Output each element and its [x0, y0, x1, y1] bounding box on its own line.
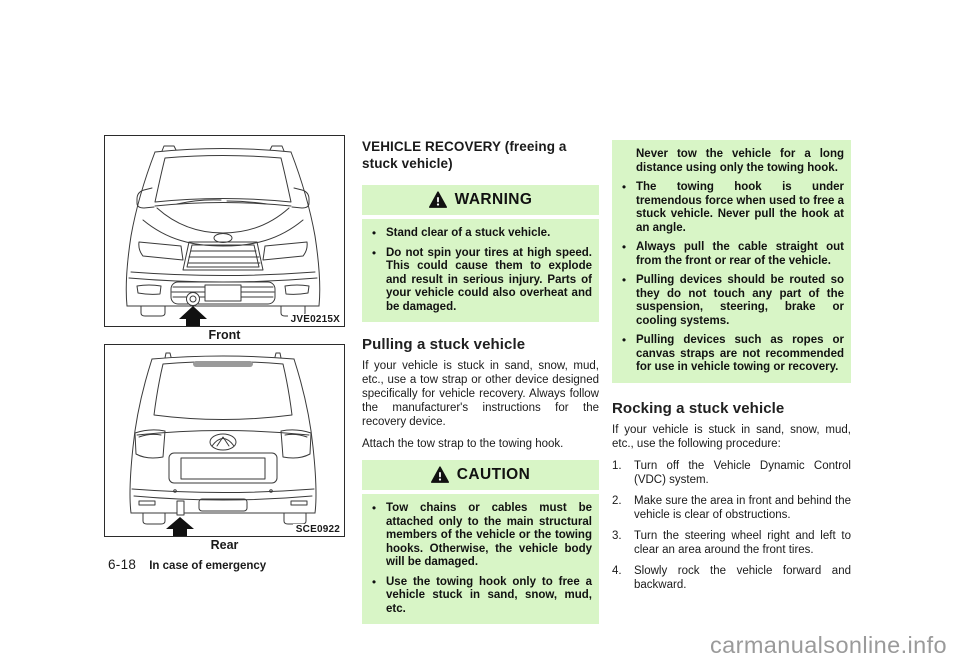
page-footer: 6-18 In case of emergency — [108, 557, 266, 572]
body-paragraph: Attach the tow strap to the towing hook. — [362, 438, 564, 450]
rear-figure-caption: Rear — [210, 538, 239, 552]
list-item: Always pull the cable straight out from … — [612, 241, 844, 268]
bullet-icon — [362, 576, 386, 617]
warning-triangle-icon — [430, 466, 449, 483]
bullet-icon — [612, 241, 636, 268]
watermark: carmanualsonline.info — [709, 632, 947, 658]
caution-callout: CAUTION Tow chains or cables must be att… — [362, 460, 599, 624]
figure-code: SCE0922 — [292, 524, 340, 535]
warning-callout: WARNING Stand clear of a stuck vehicle. … — [362, 185, 599, 322]
rear-view-illustration — [129, 352, 317, 536]
list-item: The towing hook is under tremendous forc… — [612, 181, 844, 235]
bullet-icon — [612, 181, 636, 235]
bullet-icon — [362, 502, 386, 570]
bullet-icon — [362, 247, 386, 315]
front-figure-caption: Front — [208, 328, 241, 342]
right-text-column: Never tow the vehicle for a long distanc… — [612, 140, 851, 599]
numbered-step: 4. Slowly rock the vehicle forward and b… — [612, 564, 851, 591]
numbered-step: 1. Turn off the Vehicle Dynamic Control … — [612, 459, 851, 486]
article-title: VEHICLE RECOVERY (freeing a stuck vehicl… — [362, 139, 567, 171]
section-heading-rocking: Rocking a stuck vehicle — [612, 399, 785, 417]
warning-body: Stand clear of a stuck vehicle. Do not s… — [362, 219, 599, 322]
list-item: Use the towing hook only to free a vehic… — [362, 576, 592, 617]
section-heading-pulling: Pulling a stuck vehicle — [362, 336, 526, 353]
caution-body: Tow chains or cables must be attached on… — [362, 494, 599, 624]
warning-triangle-icon — [428, 191, 447, 208]
figure-code: JVE0215X — [287, 314, 340, 325]
warning-label: WARNING — [454, 191, 533, 208]
list-item: Pulling devices should be routed so they… — [612, 274, 844, 328]
page-number: 6-18 — [108, 557, 137, 572]
bullet-icon — [362, 227, 386, 241]
front-tow-hook-arrow-icon — [179, 306, 207, 326]
chapter-title: In case of emergency — [149, 560, 267, 572]
caution-label: CAUTION — [456, 466, 531, 483]
caution-header: CAUTION — [362, 460, 599, 490]
list-item: Stand clear of a stuck vehicle. — [362, 227, 592, 241]
list-item: Tow chains or cables must be attached on… — [362, 502, 592, 570]
list-item: Pulling devices such as ropes or canvas … — [612, 334, 844, 375]
front-view-illustration — [125, 145, 321, 326]
body-paragraph: If your vehicle is stuck in sand, snow, … — [612, 423, 851, 450]
figure-column: JVE0215X Front — [104, 135, 345, 554]
rear-view-figure: SCE0922 — [104, 344, 345, 537]
body-paragraph: If your vehicle is stuck in sand, snow, … — [362, 360, 599, 428]
numbered-step: 2. Make sure the area in front and behin… — [612, 494, 851, 521]
warning-header: WARNING — [362, 185, 599, 215]
list-item-continuation: Never tow the vehicle for a long distanc… — [636, 148, 844, 174]
front-view-figure: JVE0215X — [104, 135, 345, 327]
caution-continued-body: Never tow the vehicle for a long distanc… — [612, 140, 851, 383]
bullet-icon — [612, 334, 636, 375]
list-item: Do not spin your tires at high speed. Th… — [362, 247, 592, 315]
bullet-icon — [612, 274, 636, 328]
rear-tow-hook-arrow-icon — [166, 517, 194, 536]
numbered-step: 3. Turn the steering wheel right and lef… — [612, 529, 851, 556]
middle-text-column: VEHICLE RECOVERY (freeing a stuck vehicl… — [362, 138, 599, 626]
